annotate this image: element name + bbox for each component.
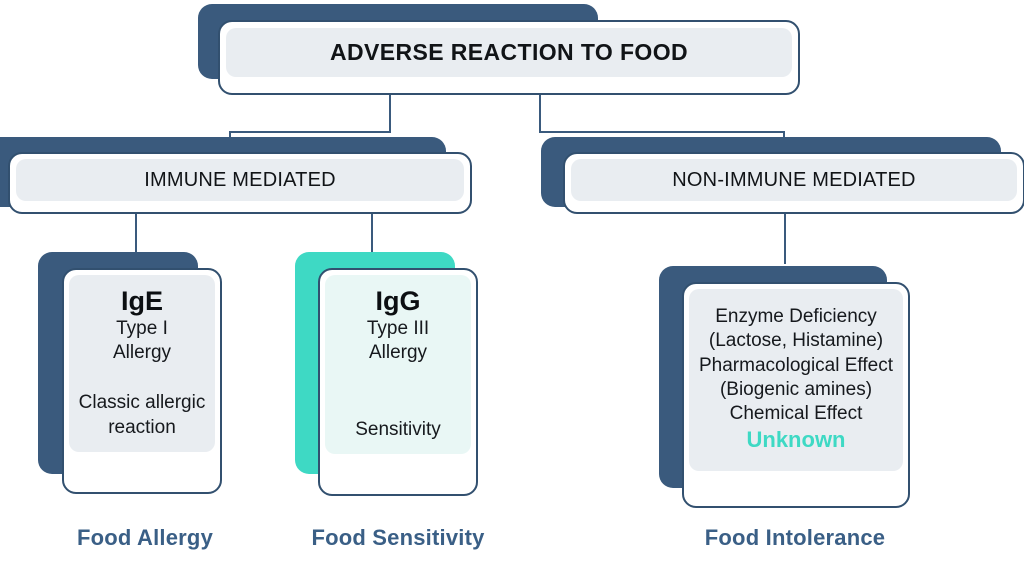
branch-immune-panel: IMMUNE MEDIATED (16, 159, 464, 201)
branch-nonimmune-card: NON-IMMUNE MEDIATED (563, 152, 1024, 214)
connector-nonimmune-to-intolerance (784, 214, 786, 264)
leaf-igg-title: IgG (375, 286, 421, 317)
root-panel: ADVERSE REACTION TO FOOD (226, 28, 792, 77)
connector-root-left-drop (389, 95, 391, 132)
leaf-igg-line-1: Type III (366, 317, 430, 339)
caption-food-intolerance: Food Intolerance (704, 525, 886, 550)
connector-immune-to-ige (135, 214, 137, 252)
leaf-ige-detail-1: Classic allergic (78, 392, 206, 414)
leaf-ige-detail-2: reaction (108, 416, 176, 438)
leaf-intolerance-card: Enzyme Deficiency (Lactose, Histamine) P… (682, 282, 910, 508)
leaf-igg-panel: IgG Type III Allergy Sensitivity (325, 275, 471, 454)
leaf-intolerance-line-1: Enzyme Deficiency (715, 305, 877, 327)
root-label: ADVERSE REACTION TO FOOD (329, 39, 689, 66)
branch-immune-label: IMMUNE MEDIATED (144, 168, 336, 191)
caption-food-sensitivity: Food Sensitivity (311, 525, 485, 550)
leaf-intolerance-highlight: Unknown (746, 427, 846, 453)
leaf-igg-card: IgG Type III Allergy Sensitivity (318, 268, 478, 496)
leaf-igg-detail-1: Sensitivity (355, 418, 441, 440)
leaf-ige-card: IgE Type I Allergy Classic allergic reac… (62, 268, 222, 494)
leaf-intolerance-line-4: (Biogenic amines) (719, 378, 873, 400)
leaf-intolerance-line-5: Chemical Effect (729, 403, 863, 425)
branch-immune-card: IMMUNE MEDIATED (8, 152, 472, 214)
caption-food-allergy: Food Allergy (76, 525, 214, 550)
leaf-ige-panel: IgE Type I Allergy Classic allergic reac… (69, 275, 215, 452)
leaf-ige-line-2: Allergy (112, 342, 172, 364)
branch-nonimmune-panel: NON-IMMUNE MEDIATED (571, 159, 1017, 201)
connector-root-right-drop (539, 95, 541, 132)
root-card: ADVERSE REACTION TO FOOD (218, 20, 800, 95)
leaf-intolerance-line-2: (Lactose, Histamine) (708, 330, 884, 352)
leaf-ige-title: IgE (120, 286, 163, 317)
leaf-igg-line-2: Allergy (368, 342, 428, 364)
connector-root-left-run (229, 131, 391, 133)
branch-nonimmune-label: NON-IMMUNE MEDIATED (672, 168, 916, 191)
leaf-intolerance-line-3: Pharmacological Effect (699, 354, 893, 376)
leaf-intolerance-panel: Enzyme Deficiency (Lactose, Histamine) P… (689, 289, 903, 471)
connector-root-right-run (539, 131, 785, 133)
leaf-ige-line-1: Type I (116, 317, 168, 339)
connector-immune-to-igg (371, 214, 373, 252)
